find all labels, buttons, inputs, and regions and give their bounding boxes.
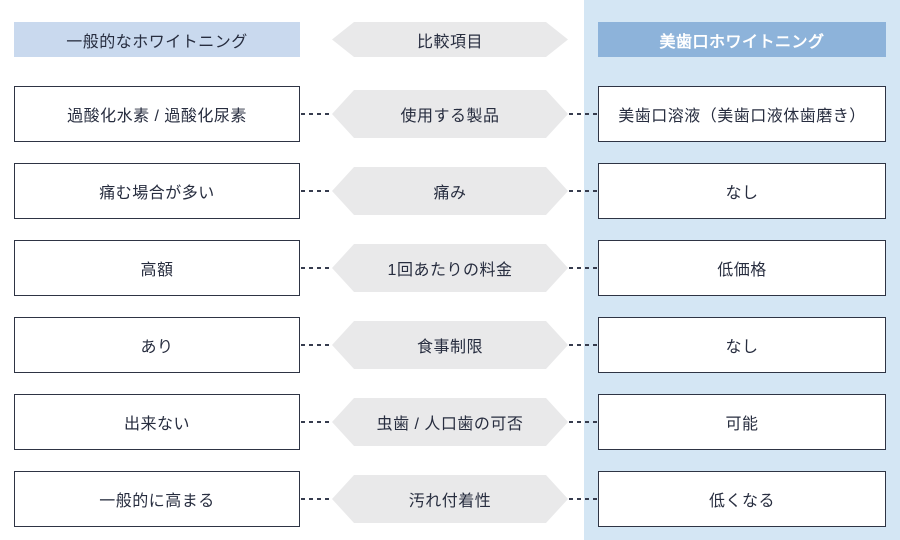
connector-dash-left [301,421,331,423]
comparison-item-hexagon: 使用する製品 [332,90,568,138]
left-value-box: 過酸化水素 / 過酸化尿素 [14,86,300,142]
comparison-row: 過酸化水素 / 過酸化尿素 使用する製品 美歯口溶液（美歯口液体歯磨き） [0,86,900,142]
right-value-box: なし [598,317,886,373]
comparison-row: 一般的に高まる 汚れ付着性 低くなる [0,471,900,527]
right-value-box: 低価格 [598,240,886,296]
comparison-row: 痛む場合が多い 痛み なし [0,163,900,219]
right-value-box: 可能 [598,394,886,450]
connector-dash-right [569,498,597,500]
comparison-row: 高額 1回あたりの料金 低価格 [0,240,900,296]
comparison-items-header: 比較項目 [332,22,568,57]
connector-dash-right [569,190,597,192]
connector-dash-left [301,113,331,115]
connector-dash-left [301,344,331,346]
connector-dash-right [569,344,597,346]
connector-dash-left [301,267,331,269]
comparison-item-hexagon: 虫歯 / 人口歯の可否 [332,398,568,446]
comparison-item-hexagon: 1回あたりの料金 [332,244,568,292]
comparison-row: 出来ない 虫歯 / 人口歯の可否 可能 [0,394,900,450]
header-row: 一般的なホワイトニング 比較項目 美歯口ホワイトニング [0,22,900,57]
right-value-box: 低くなる [598,471,886,527]
right-value-box: なし [598,163,886,219]
connector-dash-right [569,267,597,269]
left-value-box: 高額 [14,240,300,296]
comparison-row: あり 食事制限 なし [0,317,900,373]
connector-dash-left [301,498,331,500]
comparison-item-hexagon: 食事制限 [332,321,568,369]
left-value-box: 痛む場合が多い [14,163,300,219]
left-value-box: あり [14,317,300,373]
connector-dash-right [569,113,597,115]
right-column-header: 美歯口ホワイトニング [598,22,886,57]
left-value-box: 出来ない [14,394,300,450]
connector-dash-right [569,421,597,423]
right-value-box: 美歯口溶液（美歯口液体歯磨き） [598,86,886,142]
left-column-header: 一般的なホワイトニング [14,22,300,57]
comparison-item-hexagon: 痛み [332,167,568,215]
comparison-item-hexagon: 汚れ付着性 [332,475,568,523]
connector-dash-left [301,190,331,192]
left-value-box: 一般的に高まる [14,471,300,527]
